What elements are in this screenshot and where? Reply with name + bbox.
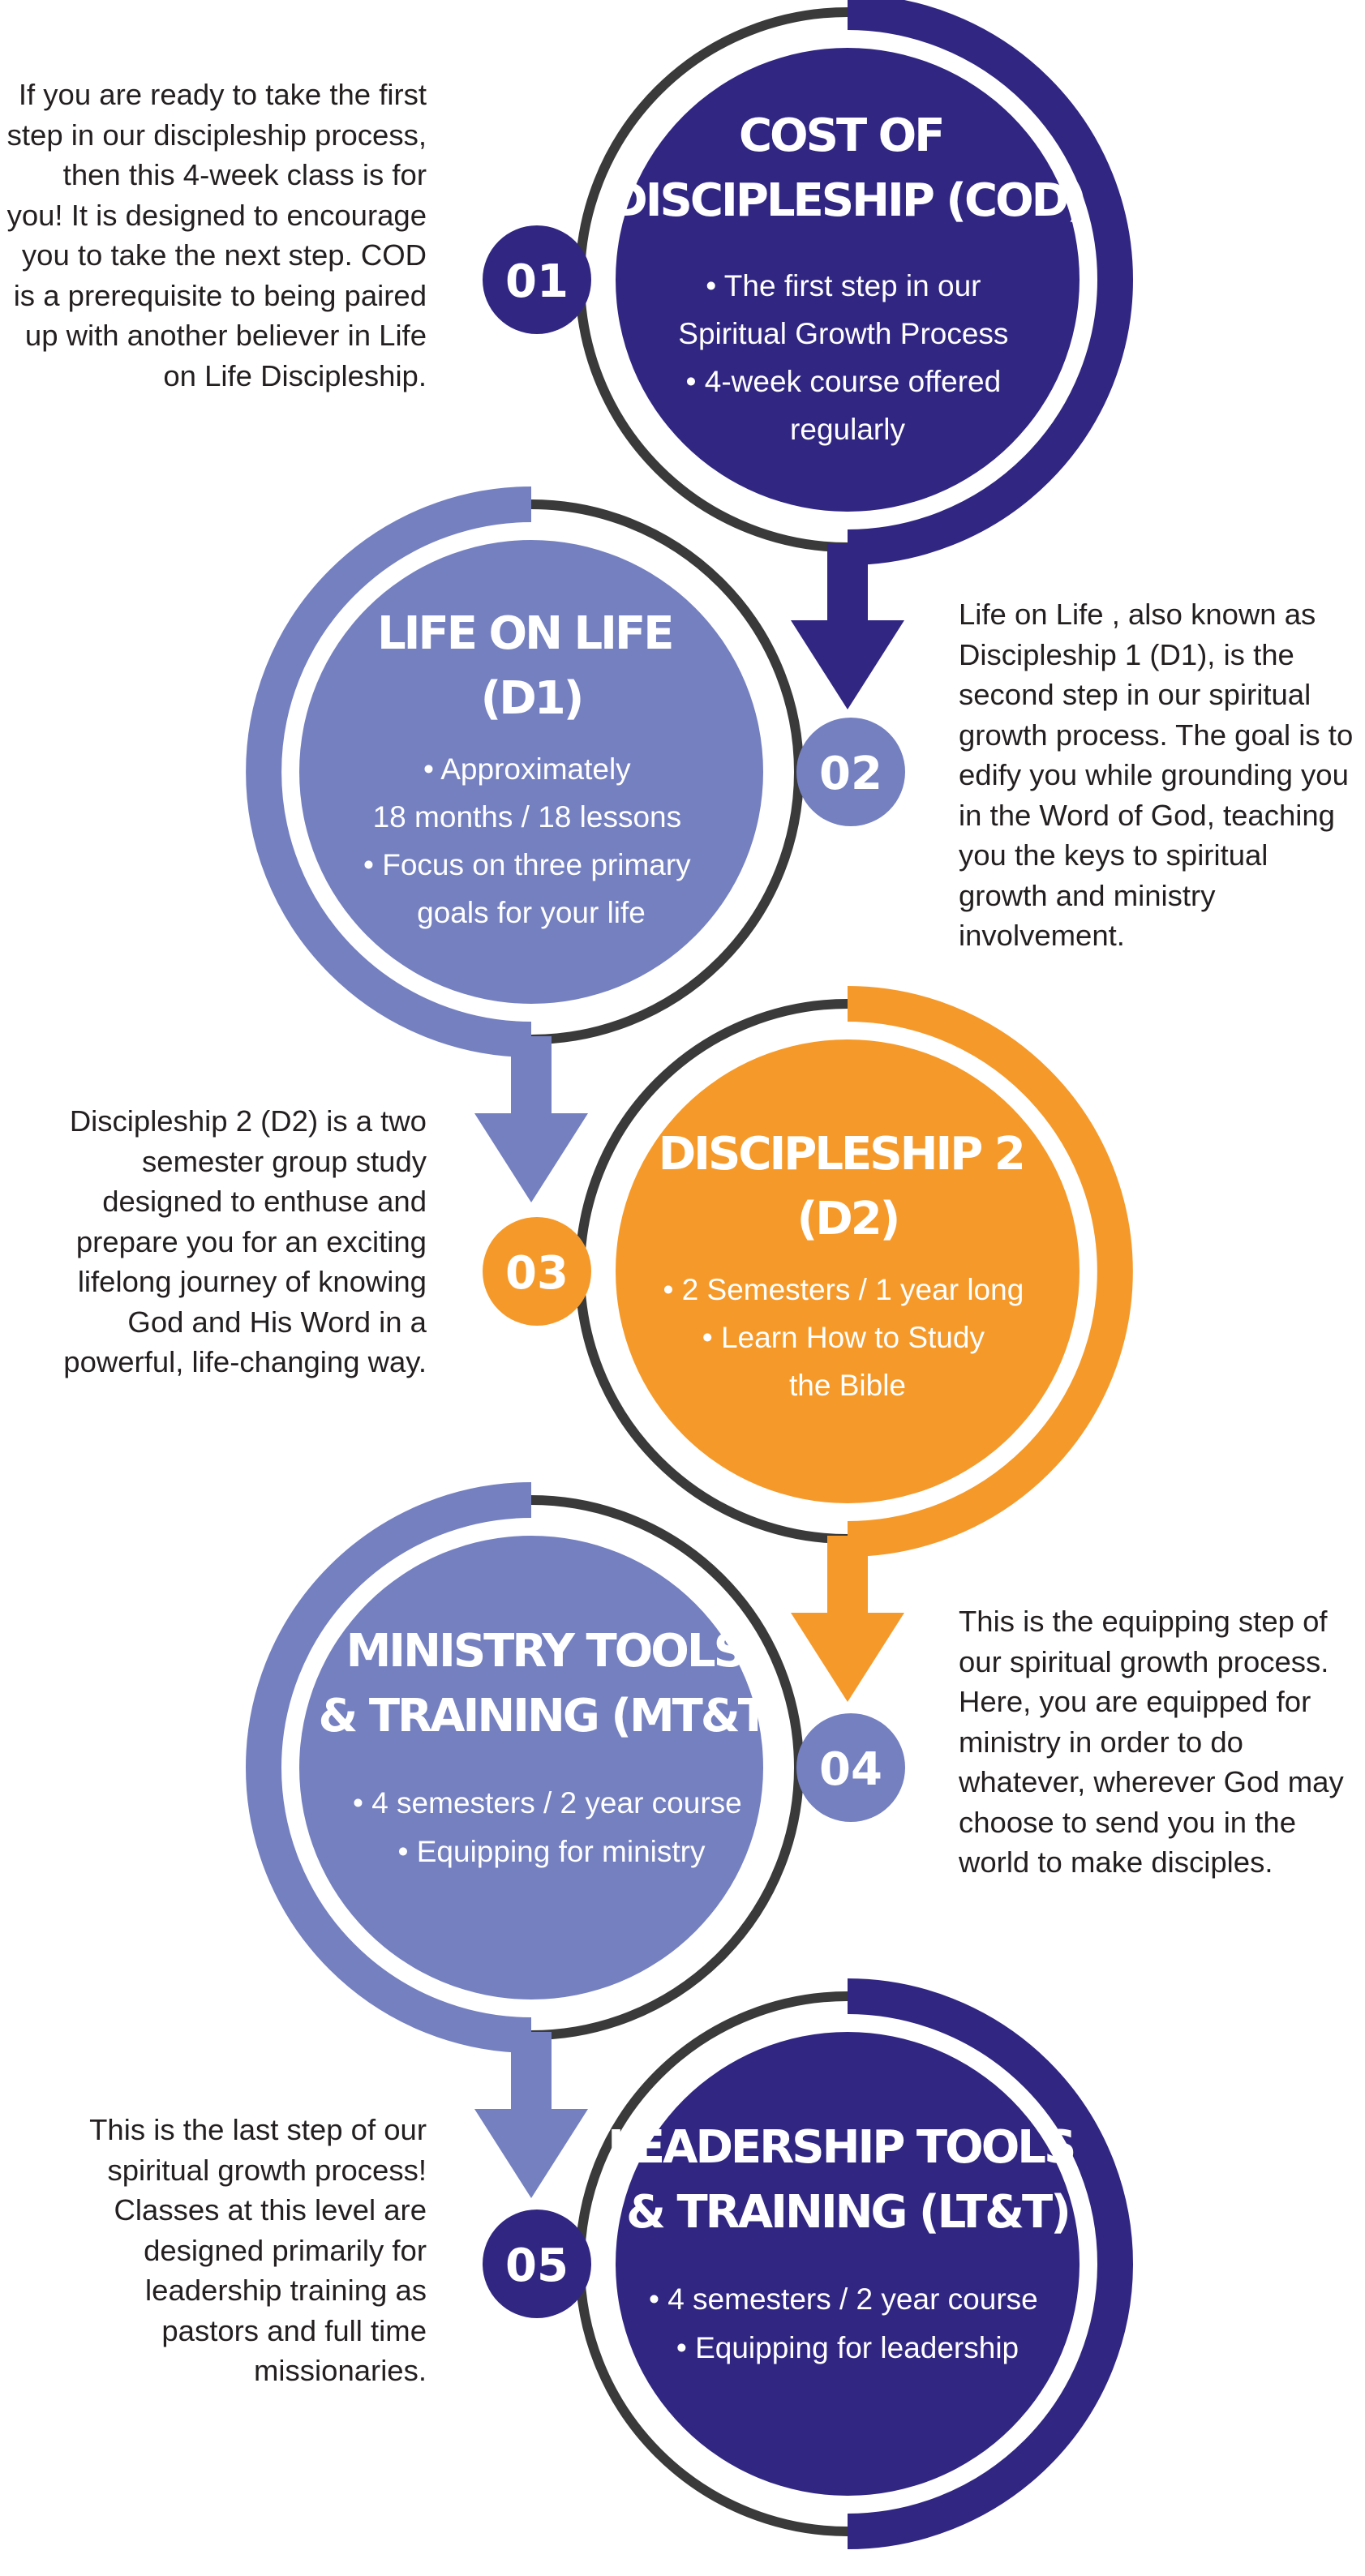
step-3-main-circle <box>616 1039 1080 1503</box>
step-1-number-badge <box>483 225 591 334</box>
step-4-accent-arc <box>246 1482 532 2053</box>
step-4-title-line-1: Ministry Tools <box>346 1625 744 1678</box>
step-4-number: 04 <box>819 1743 882 1796</box>
step-3-bullet-line-3: the Bible <box>789 1369 906 1402</box>
step-3-title: Discipleship 2 (D2) <box>659 1128 1037 1245</box>
step-1-arrow-head <box>791 620 904 709</box>
step-5-main-circle <box>616 2032 1080 2496</box>
step-4-connector-shaft <box>511 2032 552 2113</box>
step-5-bullet-line-1: • 4 semesters / 2 year course <box>649 2282 1038 2316</box>
step-4-bullets: • 4 semesters / 2 year course • Equippin… <box>353 1786 750 1868</box>
step-3-arrow-head <box>791 1613 904 1702</box>
step-2-title: Life on Life (D1) <box>377 607 685 725</box>
step-1-number: 01 <box>505 255 569 308</box>
step-4-arrow-head <box>474 2109 588 2198</box>
step-1-bullets: • The first step in our Spiritual Growth… <box>678 269 1016 446</box>
step-5-description: This is the last step of our spiritual g… <box>89 2113 427 2387</box>
step-3-title-line-1: Discipleship 2 <box>659 1128 1024 1181</box>
step-4: Ministry Tools & Training (MT&T) • 4 sem… <box>246 1482 905 2198</box>
step-5-number: 05 <box>505 2240 569 2292</box>
step-2-arrow-head <box>474 1113 588 1202</box>
step-4-bullet-line-1: • 4 semesters / 2 year course <box>353 1786 742 1819</box>
step-1-bullet-line-1: • The first step in our <box>706 269 981 302</box>
step-3-accent-arc <box>847 986 1133 1557</box>
step-1-main-circle <box>616 48 1080 512</box>
step-1-bullet-line-3: • 4-week course offered <box>686 365 1002 398</box>
step-2-bullet-line-1: • Approximately <box>423 752 631 786</box>
step-4-bullet-line-2: • Equipping for ministry <box>398 1835 706 1868</box>
step-5: Leadership Tools & Training (LT&T) • 4 s… <box>483 1978 1133 2549</box>
step-4-main-circle <box>299 1536 763 2000</box>
step-2-number-badge <box>796 718 905 826</box>
step-4-title: Ministry Tools & Training (MT&T) <box>318 1625 784 1742</box>
step-5-title-line-2: & Training (LT&T) <box>626 2186 1069 2239</box>
step-4-description: This is the equipping step of our spirit… <box>959 1605 1344 1879</box>
step-3-bullet-line-1: • 2 Semesters / 1 year long <box>663 1273 1024 1306</box>
step-5-bullet-line-2: • Equipping for leadership <box>676 2331 1019 2364</box>
step-3-connector-shaft <box>827 1536 868 1617</box>
step-5-bullets: • 4 semesters / 2 year course • Equippin… <box>649 2282 1046 2364</box>
step-1-accent-arc <box>847 0 1133 565</box>
step-1-title: Cost of Discipleship (COD) <box>610 109 1085 227</box>
step-2-title-line-2: (D1) <box>481 672 582 725</box>
step-2-description: Life on Life , also known as Discipleshi… <box>959 598 1354 952</box>
step-1-title-line-2: Discipleship (COD) <box>610 174 1085 227</box>
step-1-connector-shaft <box>827 543 868 624</box>
step-5-accent-arc <box>847 1978 1133 2549</box>
step-3: Discipleship 2 (D2) • 2 Semesters / 1 ye… <box>483 986 1133 1702</box>
step-2-number: 02 <box>819 748 882 800</box>
step-2-bullets: • Approximately 18 months / 18 lessons •… <box>363 752 699 929</box>
step-1-description: If you are ready to take the first step … <box>6 78 427 392</box>
step-3-number-badge <box>483 1217 591 1326</box>
step-1: Cost of Discipleship (COD) • The first s… <box>483 0 1133 709</box>
step-2-connector-shaft <box>511 1036 552 1117</box>
step-1-bullet-line-4: regularly <box>790 413 905 446</box>
step-3-description: Discipleship 2 (D2) is a two semester gr… <box>63 1104 427 1378</box>
step-2: Life on Life (D1) • Approximately 18 mon… <box>246 486 905 1202</box>
step-3-number: 03 <box>505 1247 569 1300</box>
step-4-title-line-2: & Training (MT&T) <box>318 1690 784 1742</box>
step-2-title-line-1: Life on Life <box>377 607 672 660</box>
step-1-bullet-line-2: Spiritual Growth Process <box>678 317 1008 350</box>
step-2-bullet-line-4: goals for your life <box>417 896 646 929</box>
step-3-title-line-2: (D2) <box>797 1193 899 1245</box>
step-4-number-badge <box>796 1713 905 1822</box>
step-1-title-line-1: Cost of <box>739 109 943 162</box>
step-3-bullet-line-2: • Learn How to Study <box>702 1321 985 1354</box>
step-2-main-circle <box>299 540 763 1004</box>
step-2-accent-arc <box>246 486 532 1057</box>
step-3-bullets: • 2 Semesters / 1 year long • Learn How … <box>663 1273 1032 1402</box>
step-5-number-badge <box>483 2210 591 2318</box>
step-2-bullet-line-3: • Focus on three primary <box>363 848 691 881</box>
step-5-title: Leadership Tools & Training (LT&T) <box>607 2121 1088 2239</box>
step-5-title-line-1: Leadership Tools <box>607 2121 1074 2174</box>
step-2-bullet-line-2: 18 months / 18 lessons <box>373 800 682 834</box>
